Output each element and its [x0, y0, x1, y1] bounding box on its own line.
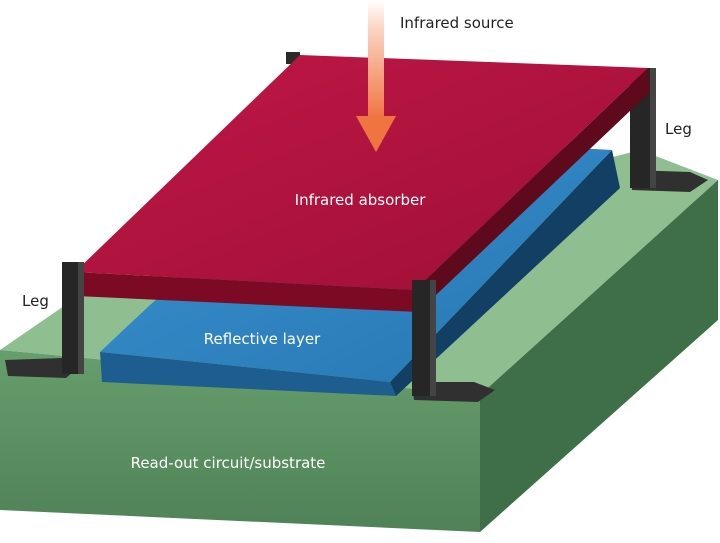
leg-left-post-highlight	[78, 262, 84, 374]
absorber-front-face	[75, 272, 418, 312]
leg-right-post-highlight	[650, 68, 656, 188]
reflective-layer-right-face	[390, 150, 620, 396]
label-leg-right: Leg	[665, 120, 692, 138]
label-substrate: Read-out circuit/substrate	[131, 454, 326, 472]
infrared-arrow-head	[356, 116, 396, 152]
label-leg-left: Leg	[22, 292, 49, 310]
infrared-arrow-shaft	[368, 0, 384, 118]
reflective-layer-front-face	[100, 352, 396, 396]
leg-left-base	[5, 358, 80, 378]
label-reflective-layer: Reflective layer	[204, 330, 321, 348]
leg-left	[5, 262, 84, 378]
absorber-top-face	[75, 55, 648, 290]
substrate-front-face	[0, 350, 480, 532]
infrared-arrow	[356, 0, 396, 152]
label-infrared-absorber: Infrared absorber	[295, 191, 427, 209]
leg-front-right-post-highlight	[430, 280, 436, 396]
absorber-right-face	[415, 68, 650, 312]
label-infrared-source: Infrared source	[400, 14, 514, 32]
substrate-right-face	[480, 180, 718, 532]
infrared-absorber	[75, 55, 650, 312]
leg-front-right	[412, 280, 495, 402]
